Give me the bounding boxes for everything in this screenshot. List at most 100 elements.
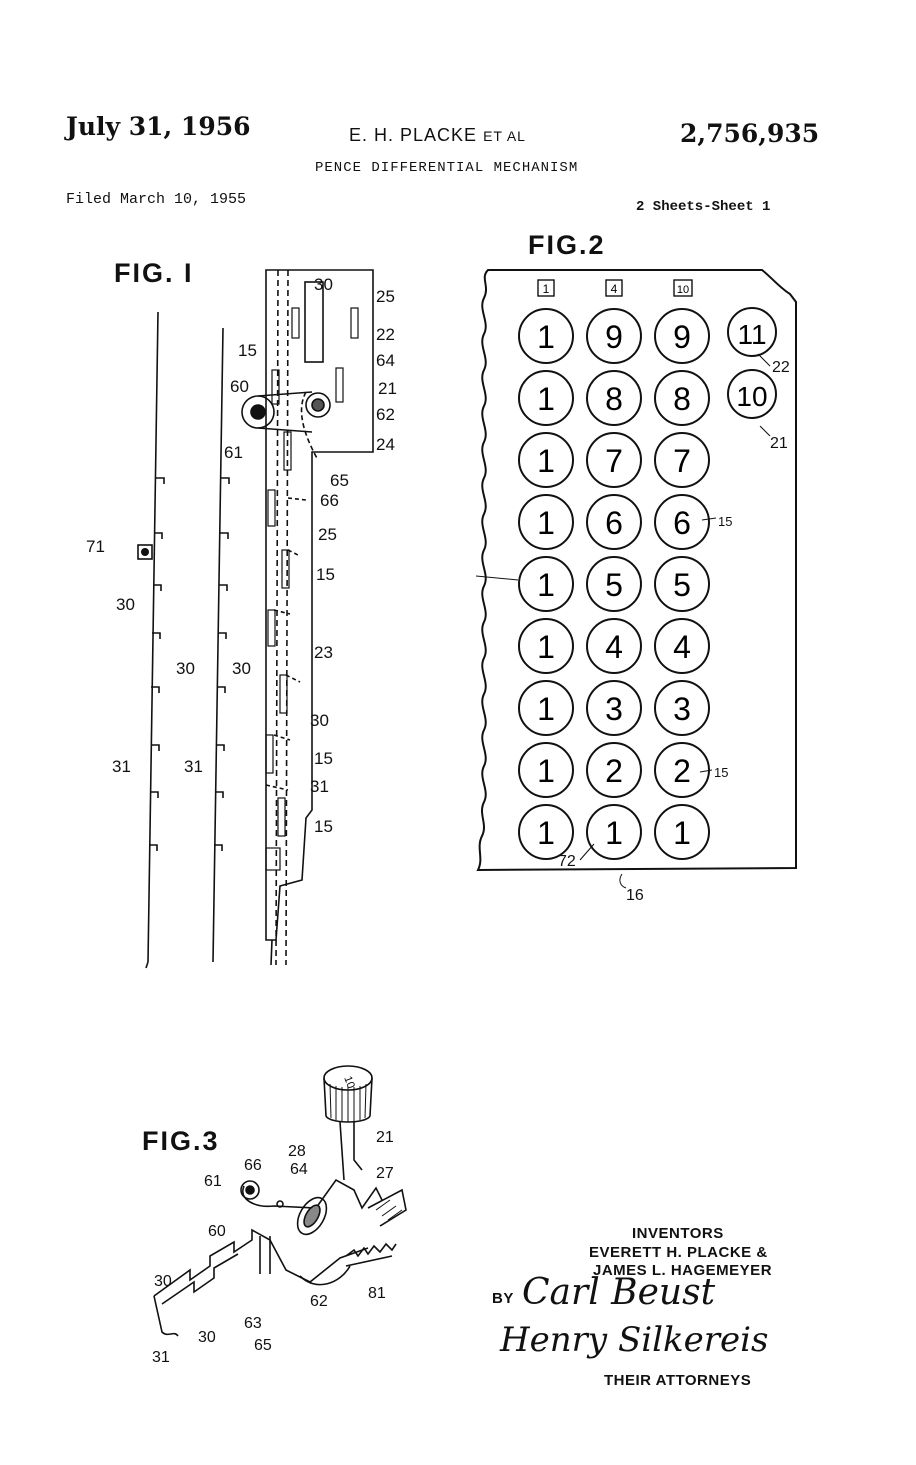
fig1-ref: 30 xyxy=(176,659,195,678)
key-7-button[interactable] xyxy=(654,432,710,488)
key-8-button[interactable] xyxy=(654,370,710,426)
fig1-ref: 15 xyxy=(238,341,257,360)
key-7-button[interactable] xyxy=(586,432,642,488)
key-10-button[interactable] xyxy=(727,369,777,419)
key-1-button[interactable] xyxy=(518,680,574,736)
fig3-ref: 64 xyxy=(290,1161,308,1178)
key-9-button[interactable] xyxy=(654,308,710,364)
key-label: 11 xyxy=(737,319,766,350)
fig1-ref: 71 xyxy=(86,537,105,556)
fig3-cap-label: 10 xyxy=(341,1075,356,1091)
key-label: 1 xyxy=(537,629,555,665)
key-label: 5 xyxy=(673,567,691,603)
sheet-count: 2 Sheets-Sheet 1 xyxy=(636,199,771,215)
fig2-ref-numerals: 22 21 15 70 15 72 16 xyxy=(475,353,790,904)
fig1-ref: 30 xyxy=(116,595,135,614)
key-1-button[interactable] xyxy=(518,370,574,426)
fig1-ref: 15 xyxy=(314,817,333,836)
key-1-button[interactable] xyxy=(518,494,574,550)
inventor-1: EVERETT H. PLACKE & xyxy=(589,1244,768,1261)
key-label: 1 xyxy=(537,815,555,851)
fig3-ref: 65 xyxy=(254,1337,272,1354)
fig1-ref: 64 xyxy=(376,351,395,370)
key-5-button[interactable] xyxy=(586,556,642,612)
fig2-ref: 21 xyxy=(770,435,788,452)
key-label: 5 xyxy=(605,567,623,603)
fig1-ref: 24 xyxy=(376,435,395,454)
attorney-signature-1: Carl Beust xyxy=(522,1272,716,1313)
fig2-ref: 16 xyxy=(626,887,644,904)
fig1-ref: 15 xyxy=(316,565,335,584)
key-1-button[interactable] xyxy=(518,556,574,612)
attorneys-label: THEIR ATTORNEYS xyxy=(604,1372,752,1389)
fig3-ref: 30 xyxy=(198,1329,216,1346)
fig3-ref: 66 xyxy=(244,1157,262,1174)
key-9-button[interactable] xyxy=(586,308,642,364)
fig1-ref-numerals: 30 25 22 15 64 60 21 62 61 24 65 66 25 7… xyxy=(86,275,397,836)
key-1-button[interactable] xyxy=(518,432,574,488)
fig2-ref: 72 xyxy=(558,853,576,870)
fig3-ref: 30 xyxy=(154,1273,172,1290)
key-label: 3 xyxy=(673,691,691,727)
inventors-title: INVENTORS xyxy=(632,1225,724,1242)
fig3-ref: 61 xyxy=(204,1173,222,1190)
fig1-ref: 60 xyxy=(230,377,249,396)
key-6-button[interactable] xyxy=(654,494,710,550)
fig2-ref: 15 xyxy=(718,514,732,529)
key-label: 1 xyxy=(537,505,555,541)
fig3-ref: 60 xyxy=(208,1223,226,1240)
column-header-1: 1 xyxy=(543,282,550,296)
fig1-label: FIG. I xyxy=(114,258,194,288)
key-1-button[interactable] xyxy=(518,308,574,364)
column-header-10: 10 xyxy=(677,284,689,296)
key-4-button[interactable] xyxy=(654,618,710,674)
fig1-ref: 22 xyxy=(376,325,395,344)
key-label: 1 xyxy=(537,691,555,727)
key-3-button[interactable] xyxy=(586,680,642,736)
key-1-button[interactable] xyxy=(586,804,642,860)
key-label: 4 xyxy=(673,629,691,665)
key-label: 9 xyxy=(605,319,623,355)
key-label: 7 xyxy=(673,443,691,479)
key-5-button[interactable] xyxy=(654,556,710,612)
fig1-ref: 30 xyxy=(314,275,333,294)
fig1-drawing: 30 25 22 15 64 60 21 62 61 24 65 66 25 7… xyxy=(86,269,397,969)
key-4-button[interactable] xyxy=(586,618,642,674)
key-8-button[interactable] xyxy=(586,370,642,426)
inventor-header: E. H. PLACKE ET AL xyxy=(349,125,526,146)
key-label: 1 xyxy=(537,319,555,355)
fig3-ref-numerals: 21 28 27 66 64 61 60 30 30 63 62 81 65 3… xyxy=(152,1129,394,1366)
key-1-button[interactable] xyxy=(518,804,574,860)
fig1-ref: 65 xyxy=(330,471,349,490)
key-label: 6 xyxy=(673,505,691,541)
key-label: 2 xyxy=(605,753,623,789)
patent-date: July 31, 1956 xyxy=(66,112,251,141)
fig3-ref: 31 xyxy=(152,1349,170,1366)
rack-teeth-left xyxy=(149,477,165,851)
fig1-ref: 66 xyxy=(320,491,339,510)
key-label: 8 xyxy=(673,381,691,417)
fig1-ref: 23 xyxy=(314,643,333,662)
key-1-button[interactable] xyxy=(518,742,574,798)
key-1-button[interactable] xyxy=(654,804,710,860)
key-label: 8 xyxy=(605,381,623,417)
fig3-label: FIG.3 xyxy=(142,1126,220,1156)
key-label: 9 xyxy=(673,319,691,355)
fig1-ref: 30 xyxy=(310,711,329,730)
key-label: 10 xyxy=(736,381,767,412)
key-2-button[interactable] xyxy=(586,742,642,798)
fig3-drawing: 10 21 28 27 66 64 61 60 30 30 63 62 81 6… xyxy=(152,1065,407,1366)
fig2-ref: 22 xyxy=(772,359,790,376)
fig1-ref: 21 xyxy=(378,379,397,398)
key-3-button[interactable] xyxy=(654,680,710,736)
key-label: 1 xyxy=(537,753,555,789)
fig3-ref: 81 xyxy=(368,1285,386,1302)
inventor-2: JAMES L. HAGEMEYER xyxy=(593,1262,773,1279)
key-6-button[interactable] xyxy=(586,494,642,550)
key-1-button[interactable] xyxy=(518,618,574,674)
key-11-button[interactable] xyxy=(727,307,777,357)
fig1-ref: 31 xyxy=(184,757,203,776)
et-al: ET AL xyxy=(483,128,526,144)
key-label: 3 xyxy=(605,691,623,727)
fig3-ref: 28 xyxy=(288,1143,306,1160)
